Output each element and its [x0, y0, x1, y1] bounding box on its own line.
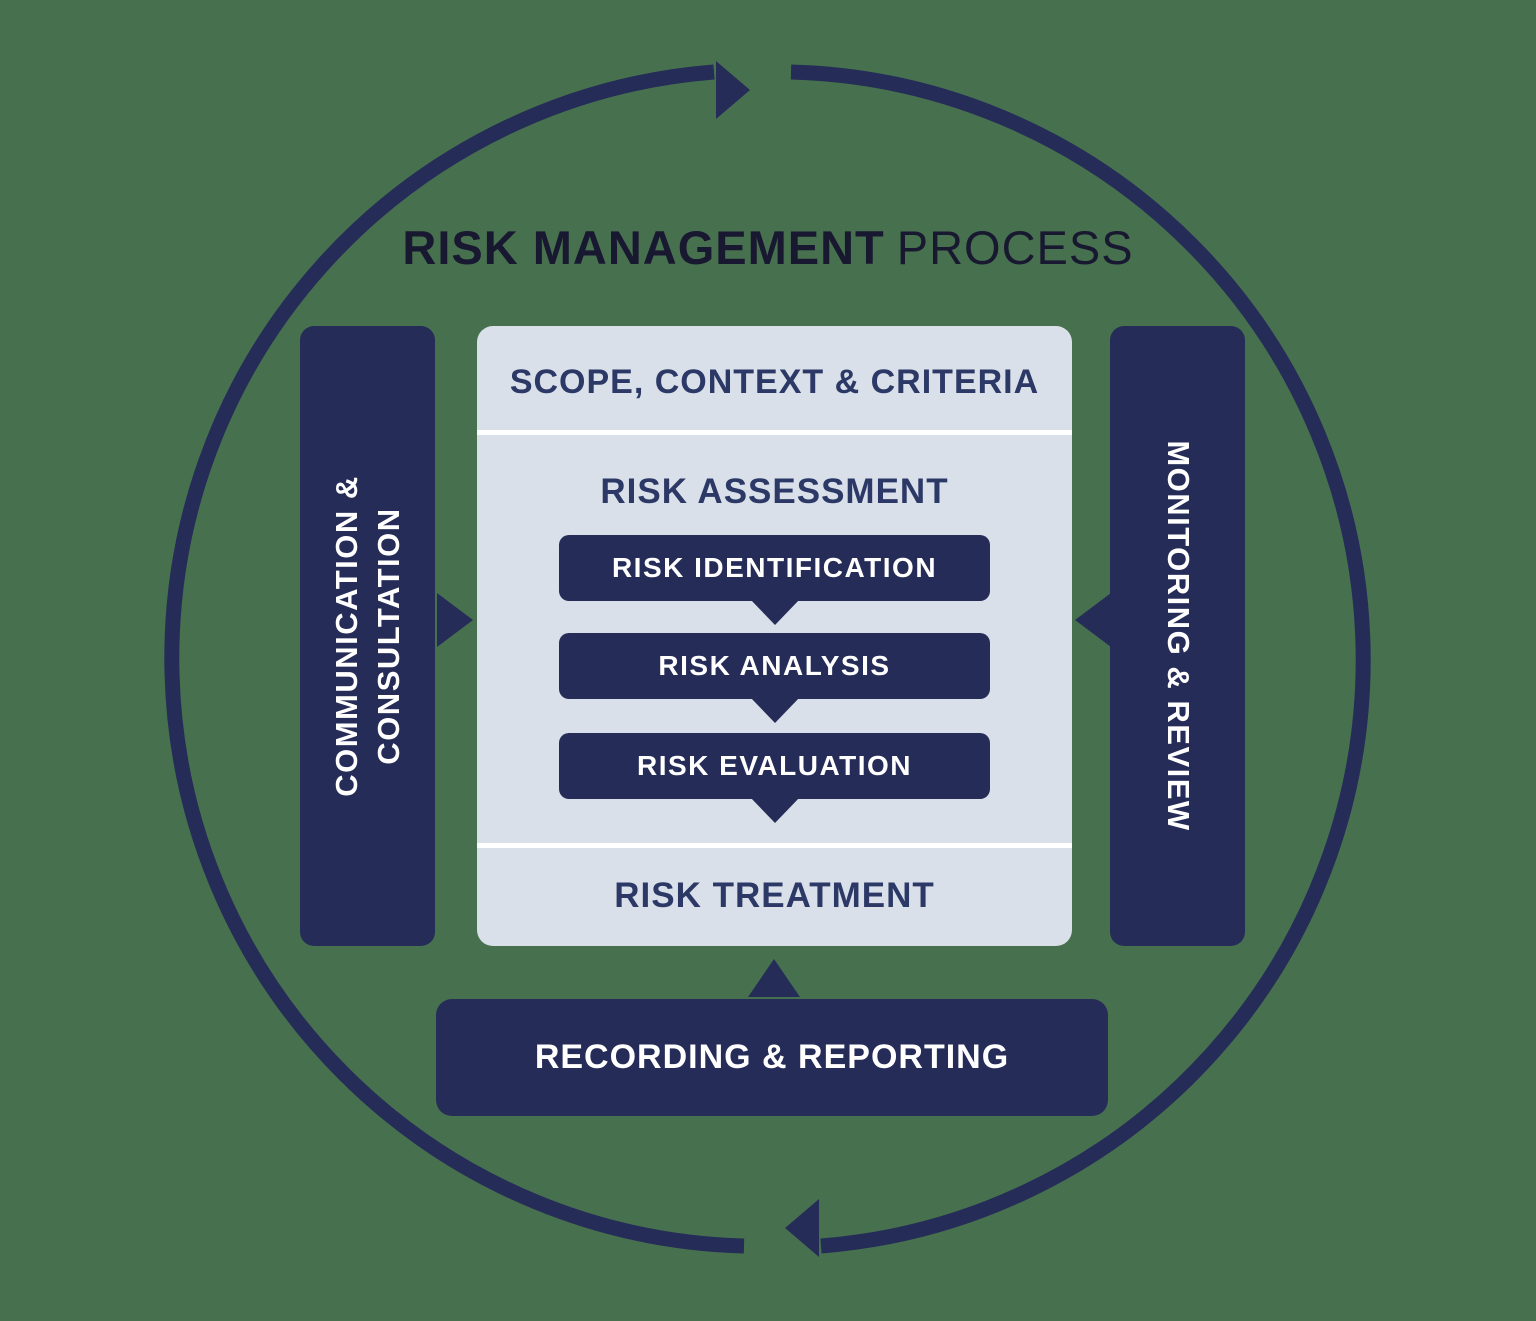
diagram-title-bold: RISK MANAGEMENT [402, 221, 885, 274]
monitoring-review-line: MONITORING & REVIEW [1160, 440, 1196, 832]
center-panel: SCOPE, CONTEXT & CRITERIA RISK ASSESSMEN… [477, 326, 1072, 946]
communication-consultation-bar: COMMUNICATION & CONSULTATION [300, 326, 435, 946]
consultation-line: CONSULTATION [370, 507, 406, 765]
recording-reporting-bar: RECORDING & REPORTING [436, 999, 1108, 1116]
arrow-bottom-to-center-icon [748, 959, 800, 997]
cycle-arrowhead-bottom-icon [785, 1199, 819, 1257]
diagram-title-light: PROCESS [896, 221, 1134, 274]
risk-treatment-heading: RISK TREATMENT [614, 876, 935, 915]
arrow-left-to-center-icon [437, 593, 473, 647]
communication-consultation-label: COMMUNICATION & CONSULTATION [326, 475, 410, 797]
scope-context-criteria-heading: SCOPE, CONTEXT & CRITERIA [509, 362, 1040, 401]
monitoring-review-bar: MONITORING & REVIEW [1110, 326, 1245, 946]
risk-analysis-step: RISK ANALYSIS [559, 633, 990, 699]
step-down-arrow-icon [749, 697, 800, 723]
risk-assessment-heading: RISK ASSESSMENT [600, 472, 949, 511]
risk-evaluation-step: RISK EVALUATION [559, 733, 990, 799]
cycle-arc-left [164, 64, 745, 1254]
panel-divider-bottom [477, 843, 1072, 848]
cycle-arrowhead-top-icon [716, 61, 750, 119]
recording-reporting-label: RECORDING & REPORTING [534, 1038, 1010, 1076]
cycle-arc-right [790, 64, 1371, 1254]
arrow-right-to-center-icon [1075, 593, 1111, 647]
risk-identification-step: RISK IDENTIFICATION [559, 535, 990, 601]
step-down-arrow-icon [749, 797, 800, 823]
panel-divider-top [477, 430, 1072, 435]
communication-line: COMMUNICATION & [328, 475, 364, 797]
monitoring-review-label: MONITORING & REVIEW [1157, 440, 1199, 831]
step-down-arrow-icon [749, 599, 800, 625]
